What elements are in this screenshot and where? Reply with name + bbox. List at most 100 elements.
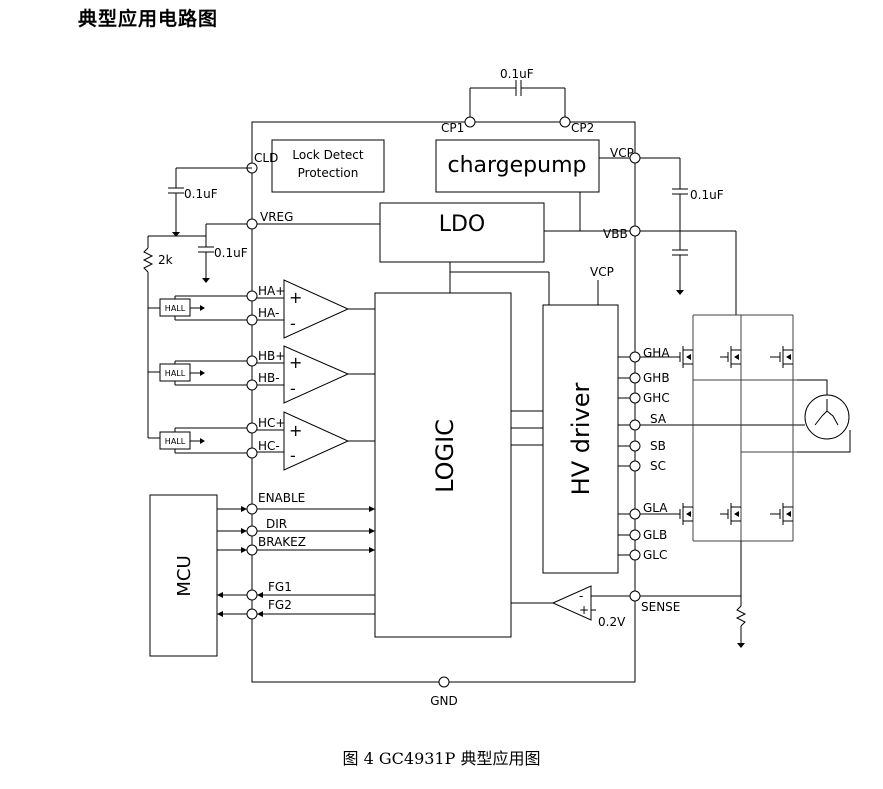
pin-ghb-label: GHB: [643, 371, 670, 385]
pin-hb-minus: [246, 379, 258, 391]
mcu-label: MCU: [174, 555, 195, 596]
pin-brakez: [246, 544, 258, 556]
pin-sc: [629, 460, 641, 472]
pin-glc: [629, 549, 641, 561]
pin-sa: [629, 419, 641, 431]
sense-comp-plus: +: [579, 603, 589, 617]
ground-arrow-icon: [676, 290, 684, 295]
pin-ha-plus-label: HA+: [258, 284, 285, 298]
pin-enable: [246, 503, 258, 515]
cap-vreg-label: 0.1uF: [214, 246, 248, 260]
hall-sensor-c: HALL: [159, 427, 252, 454]
pin-fg2: [246, 608, 258, 620]
pin-sb: [629, 440, 641, 452]
logic-label: LOGIC: [431, 419, 459, 493]
ref-voltage-label: 0.2V: [598, 615, 626, 629]
ldo-block: [379, 202, 545, 263]
mosfet-bridge: [679, 314, 797, 542]
pin-gha-label: GHA: [643, 346, 670, 360]
sense-comp-minus: -: [579, 589, 583, 603]
pin-sc-label: SC: [650, 459, 666, 473]
pin-cld-label: CLD: [254, 151, 278, 165]
pin-hc-plus-label: HC+: [258, 416, 285, 430]
hv-driver-block: [542, 304, 619, 574]
pin-gnd-label: GND: [430, 694, 458, 708]
comp-b-plus: +: [289, 353, 302, 372]
comparator-a: [257, 279, 375, 339]
lock-detect-label-2: Protection: [298, 166, 359, 180]
pin-ha-minus: [246, 314, 258, 326]
pin-ha-minus-label: HA-: [258, 306, 279, 320]
pin-dir: [246, 525, 258, 537]
comparator-b: [257, 345, 375, 404]
pin-gla-label: GLA: [643, 501, 668, 515]
pin-ha-plus: [246, 290, 258, 302]
cap-cld-label: 0.1uF: [184, 187, 218, 201]
vcp-internal-label: VCP: [590, 265, 614, 279]
hv-driver-label: HV driver: [567, 383, 595, 496]
motor-icon: [797, 379, 851, 453]
pin-sense: [629, 590, 641, 602]
pin-vbb: [629, 225, 641, 237]
pin-gla: [629, 508, 641, 520]
pin-sa-label: SA: [650, 412, 667, 426]
comparator-c: [257, 411, 375, 471]
pin-gnd: [438, 676, 450, 688]
ground-arrow-icon: [202, 278, 210, 283]
pin-glb-label: GLB: [643, 528, 667, 542]
page-heading: 典型应用电路图: [78, 8, 219, 30]
sense-resistor: [735, 605, 747, 627]
comp-a-minus: -: [290, 314, 296, 333]
pin-ghc-label: GHC: [643, 391, 670, 405]
pin-vbb-label: VBB: [603, 227, 628, 241]
chargepump-block: [435, 139, 600, 193]
pin-brakez-label: BRAKEZ: [258, 535, 306, 549]
pin-fg1: [246, 589, 258, 601]
pin-ghb: [629, 372, 641, 384]
pin-hb-plus: [246, 355, 258, 367]
logic-block: [374, 292, 512, 638]
svg-text:HALL: HALL: [165, 437, 186, 446]
mcu-signals: [217, 506, 375, 617]
lock-detect-block: [271, 139, 385, 193]
pin-cp2: [559, 116, 571, 128]
pin-ghc: [629, 392, 641, 404]
pin-vreg: [246, 218, 258, 230]
pin-vcp-label: VCP: [610, 146, 634, 160]
cap-cp-label: 0.1uF: [500, 67, 534, 81]
sense-comparator: [511, 585, 630, 621]
res-2k-label: 2k: [158, 253, 173, 267]
pin-cp1-label: CP1: [441, 121, 464, 135]
hall-sensor-b: HALL: [159, 360, 252, 386]
comp-a-plus: +: [289, 288, 302, 307]
pin-glc-label: GLC: [643, 548, 667, 562]
cap-vbb-label: 0.1uF: [690, 188, 724, 202]
pin-hc-minus-label: HC-: [258, 439, 280, 453]
pin-fg1-label: FG1: [268, 580, 292, 594]
chargepump-label: chargepump: [448, 153, 587, 178]
pin-hc-minus: [246, 447, 258, 459]
pin-hc-plus: [246, 422, 258, 434]
pin-enable-label: ENABLE: [258, 491, 305, 505]
mcu-block: [149, 494, 218, 657]
cap-cp: [469, 80, 566, 122]
hall-sensor-a: HALL: [159, 295, 252, 321]
svg-text:HALL: HALL: [165, 369, 186, 378]
comp-c-minus: -: [290, 446, 296, 465]
ground-arrow-icon: [172, 232, 180, 237]
svg-text:HALL: HALL: [165, 304, 186, 313]
pin-sense-label: SENSE: [641, 600, 680, 614]
comp-c-plus: +: [289, 421, 302, 440]
pin-cp1: [464, 116, 476, 128]
pin-vreg-label: VREG: [260, 210, 293, 224]
lock-detect-label-1: Lock Detect: [292, 148, 363, 162]
pin-dir-label: DIR: [266, 517, 287, 531]
pin-glb: [629, 529, 641, 541]
ldo-label: LDO: [439, 212, 486, 237]
pin-fg2-label: FG2: [268, 598, 292, 612]
pin-cp2-label: CP2: [571, 121, 594, 135]
comp-b-minus: -: [290, 379, 296, 398]
resistor-2k: [142, 247, 154, 273]
pin-hb-plus-label: HB+: [258, 349, 285, 363]
